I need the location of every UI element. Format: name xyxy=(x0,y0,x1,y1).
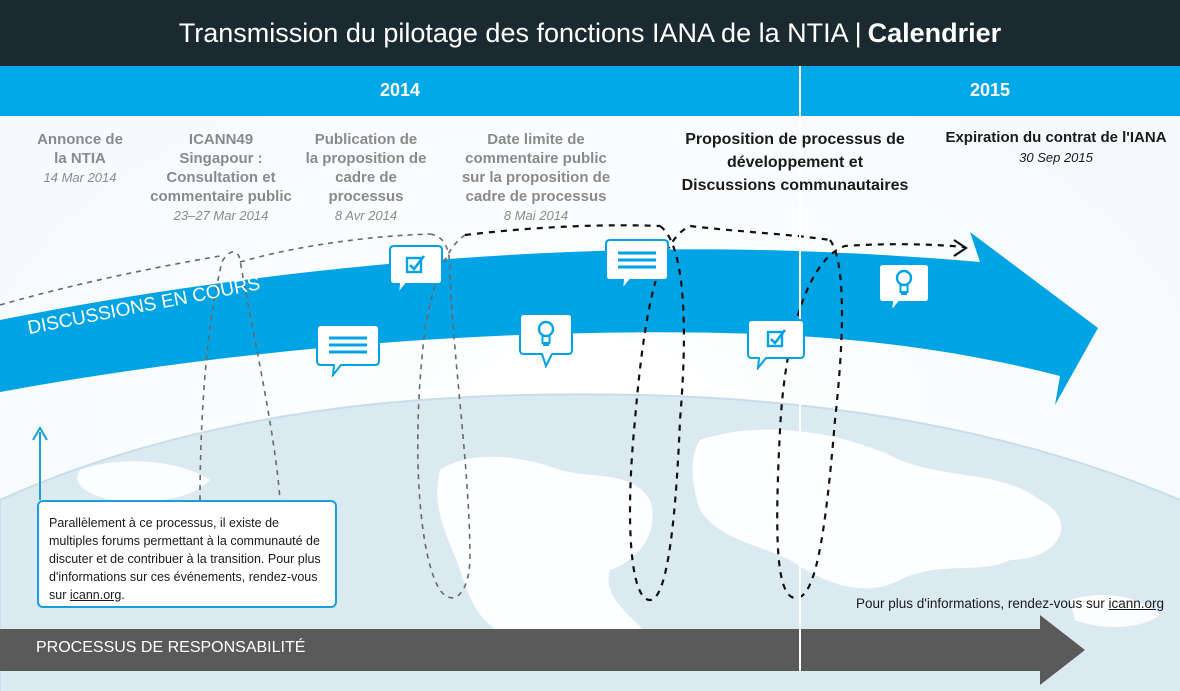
event-date: 8 Mai 2014 xyxy=(503,208,569,223)
checklist-icon xyxy=(747,319,805,370)
title-bar xyxy=(0,0,1180,66)
event-line: commentaire public xyxy=(465,150,607,167)
lightbulb-icon xyxy=(519,313,573,368)
event-line: Consultation et xyxy=(166,169,276,186)
event-date: 14 Mar 2014 xyxy=(43,170,117,185)
title-main: Transmission du pilotage des fonctions I… xyxy=(178,17,862,48)
event-line: cadre de processus xyxy=(465,188,607,205)
event-line: Annonce de xyxy=(37,131,123,148)
event-process-development: Proposition de processus de développemen… xyxy=(660,128,930,197)
year-band xyxy=(0,66,1180,116)
year-2015: 2015 xyxy=(969,80,1011,100)
event-line: la proposition de xyxy=(305,150,427,167)
event-line: sur la proposition de xyxy=(461,169,611,186)
checklist-icon xyxy=(389,245,443,296)
event-date: 8 Avr 2014 xyxy=(334,208,398,223)
event-line: développement et xyxy=(726,154,864,171)
note-link[interactable]: icann.org xyxy=(69,588,122,602)
more-info-text: Pour plus d'informations, rendez-vous su… xyxy=(856,596,1109,611)
event-line: Date limite de xyxy=(487,131,585,148)
event-line: la NTIA xyxy=(54,150,106,167)
lightbulb-icon xyxy=(878,263,930,314)
event-icann49: ICANN49 Singapour : Consultation et comm… xyxy=(150,130,292,225)
event-ntia-announcement: Annonce de la NTIA 14 Mar 2014 xyxy=(20,130,140,187)
event-date: 30 Sep 2015 xyxy=(1019,150,1093,165)
event-framework-publication: Publication de la proposition de cadre d… xyxy=(296,130,436,225)
event-line: Discussions communautaires xyxy=(681,177,909,194)
more-info-link[interactable]: icann.org xyxy=(1108,596,1164,611)
note-end: . xyxy=(121,588,125,602)
responsibility-bar xyxy=(0,615,1085,685)
event-line: Publication de xyxy=(314,131,418,148)
year-2014: 2014 xyxy=(379,80,421,100)
event-line: commentaire public xyxy=(150,188,292,205)
event-line: ICANN49 xyxy=(188,131,254,148)
document-lines-icon xyxy=(605,239,669,292)
dashed-timeline-grey xyxy=(0,233,471,599)
title-bold: Calendrier xyxy=(867,17,1002,48)
globe xyxy=(0,393,1180,691)
event-line: Proposition de processus de xyxy=(685,131,905,148)
event-line: Singapour : xyxy=(179,150,263,167)
event-line: Expiration du contrat de l'IANA xyxy=(945,129,1167,146)
event-date: 23–27 Mar 2014 xyxy=(173,208,269,223)
parallel-forums-note: Parallèlement à ce processus, il existe … xyxy=(37,500,337,608)
document-lines-icon xyxy=(316,324,380,377)
more-info: Pour plus d'informations, rendez-vous su… xyxy=(800,596,1164,611)
event-iana-contract-expiry: Expiration du contrat de l'IANA 30 Sep 2… xyxy=(936,128,1176,168)
event-line: processus xyxy=(328,188,404,205)
page-title: Transmission du pilotage des fonctions I… xyxy=(0,0,1180,66)
dashed-timeline-black xyxy=(464,224,968,602)
note-text: Parallèlement à ce processus, il existe … xyxy=(49,516,321,602)
event-line: cadre de xyxy=(335,169,397,186)
upward-arrow xyxy=(32,426,48,500)
event-comment-deadline: Date limite de commentaire public sur la… xyxy=(448,130,624,225)
responsibility-label: PROCESSUS DE RESPONSABILITÉ xyxy=(36,639,306,656)
